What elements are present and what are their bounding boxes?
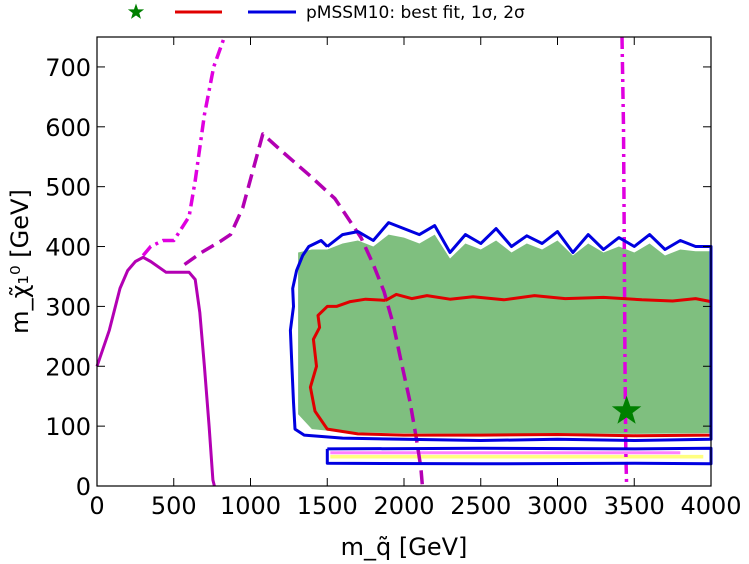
legend: pMSSM10: best fit, 1σ, 2σ [127, 3, 525, 23]
region-2 [330, 454, 704, 459]
y-tick-label-500: 500 [45, 174, 91, 202]
x-tick-label-2000: 2000 [373, 492, 434, 520]
x-tick-label-3500: 3500 [604, 492, 665, 520]
marker-layer [611, 395, 642, 424]
region-0 [298, 234, 710, 434]
x-tick-label-1000: 1000 [220, 492, 281, 520]
y-tick-label-200: 200 [45, 353, 91, 381]
series-line-4 [308, 292, 713, 438]
legend-label: pMSSM10: best fit, 1σ, 2σ [306, 3, 525, 23]
series-line-1 [183, 132, 425, 487]
y-tick-label-400: 400 [45, 234, 91, 262]
y-tick-label-300: 300 [45, 293, 91, 321]
y-tick-label-700: 700 [45, 54, 91, 82]
series-line-3 [620, 36, 629, 487]
region-1 [330, 451, 681, 455]
ticks-layer: 0 500 1000 1500 2000 2500 3000 3500 4000 0 100 200 3… [45, 37, 742, 520]
legend-star-marker [127, 3, 145, 19]
series-line-0 [95, 255, 216, 487]
series-line-2 [141, 36, 227, 257]
y-tick-label-100: 100 [45, 413, 91, 441]
labels-layer: m_q̃ [GeV] m_χ̃₁⁰ [GeV] [6, 189, 467, 561]
series-line-5 [288, 221, 713, 442]
x-tick-label-2500: 2500 [450, 492, 511, 520]
x-tick-label-4000: 4000 [680, 492, 741, 520]
x-tick-label-3000: 3000 [527, 492, 588, 520]
x-tick-label-0: 0 [89, 492, 104, 520]
x-tick-label-1500: 1500 [297, 492, 358, 520]
y-axis-label: m_χ̃₁⁰ [GeV] [6, 189, 34, 334]
x-tick-label-500: 500 [151, 492, 197, 520]
best-fit-star [611, 395, 642, 424]
y-tick-label-600: 600 [45, 114, 91, 142]
regions-layer [298, 234, 710, 459]
y-tick-label-0: 0 [76, 473, 91, 501]
x-axis-label: m_q̃ [GeV] [341, 533, 468, 561]
